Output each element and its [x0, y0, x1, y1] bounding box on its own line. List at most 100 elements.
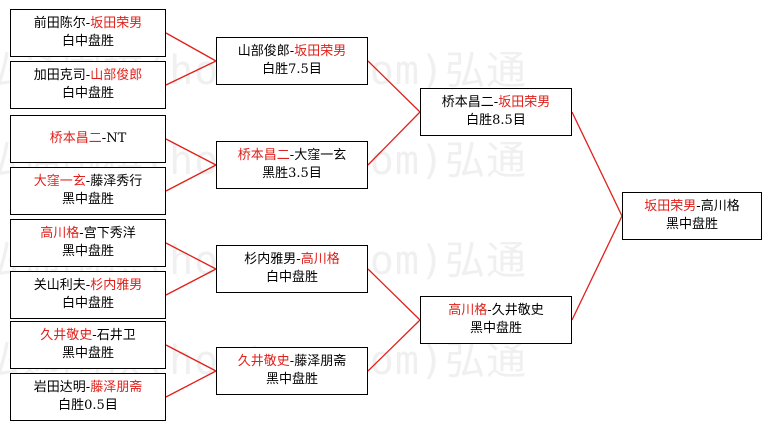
bracket-connector	[367, 60, 421, 113]
player-name: 杉内雅男	[244, 252, 297, 267]
bracket-connector	[165, 242, 217, 270]
round-1-match: 岩田达明-藤泽朋斋白胜0.5目	[10, 373, 166, 421]
player-name: 宫下秀洋	[83, 226, 136, 241]
separator: -	[493, 95, 499, 110]
match-players: 大窪一玄-藤泽秀行	[34, 173, 142, 191]
separator: -	[487, 303, 492, 318]
match-result: 白胜7.5目	[262, 62, 322, 77]
round-1-match: 加田克司-山部俊郎白中盘胜	[10, 61, 166, 109]
player-name: 久井敬史	[40, 328, 93, 343]
player-name: 大窪一玄	[294, 148, 347, 163]
player-name: 坂田荣男	[90, 16, 143, 31]
match-players: 桥本昌二-大窪一玄	[238, 147, 346, 165]
bracket-connector	[571, 215, 623, 321]
bracket-connector	[165, 60, 217, 86]
player-name: 加田克司	[33, 68, 86, 83]
match-players: 桥本昌二-坂田荣男	[442, 94, 550, 112]
player-name: 桥本昌二	[49, 131, 102, 146]
bracket-connector	[165, 138, 217, 166]
separator: -	[289, 44, 295, 59]
match-players: 杉内雅男-高川格	[244, 251, 339, 269]
match-result: 白中盘胜	[61, 86, 114, 101]
player-name: 杉内雅男	[90, 278, 143, 293]
match-players: 坂田荣男-高川格	[644, 198, 739, 216]
match-players: 高川格-久井敬史	[448, 302, 543, 320]
separator: -	[85, 68, 91, 83]
separator: -	[296, 252, 301, 267]
bracket-connector	[367, 268, 421, 321]
player-name: 山部俊郎	[237, 44, 290, 59]
match-players: 山部俊郎-坂田荣男	[238, 43, 346, 61]
bracket-connector	[165, 164, 217, 192]
bracket-connector	[165, 344, 217, 372]
match-result: 黑胜3.5目	[262, 166, 322, 181]
match-players: 岩田达明-藤泽朋斋	[34, 379, 142, 397]
bracket-connector	[165, 370, 217, 398]
match-players: 久井敬史-藤泽朋斋	[238, 353, 346, 371]
player-name: 藤泽朋斋	[90, 380, 143, 395]
player-name: 久井敬史	[491, 303, 544, 318]
player-name: 大窪一玄	[33, 174, 86, 189]
round-1-match: 高川格-宫下秀洋黑中盘胜	[10, 219, 166, 267]
separator: -	[289, 354, 295, 369]
match-result: 黑中盘胜	[469, 321, 522, 336]
player-name: 桥本昌二	[441, 95, 494, 110]
round-1-match: 久井敬史-石井卫黑中盘胜	[10, 321, 166, 369]
player-name: 关山利夫	[33, 278, 86, 293]
match-result: 黑中盘胜	[61, 346, 114, 361]
player-name: 藤泽秀行	[90, 174, 143, 189]
bracket-connector	[367, 111, 421, 166]
round-1-match: 前田陈尔-坂田荣男白中盘胜	[10, 9, 166, 57]
player-name: 坂田荣男	[294, 44, 347, 59]
semifinal-match: 桥本昌二-坂田荣男白胜8.5目	[420, 88, 572, 136]
round-2-match: 杉内雅男-高川格白中盘胜	[216, 245, 368, 293]
player-name: NT	[106, 131, 127, 146]
match-players: 高川格-宫下秀洋	[40, 225, 135, 243]
round-2-match: 桥本昌二-大窪一玄黑胜3.5目	[216, 141, 368, 189]
player-name: 桥本昌二	[237, 148, 290, 163]
player-name: 岩田达明	[33, 380, 86, 395]
separator: -	[85, 16, 91, 31]
round-2-match: 久井敬史-藤泽朋斋黑中盘胜	[216, 347, 368, 395]
match-result: 白胜8.5目	[466, 113, 526, 128]
player-name: 坂田荣男	[498, 95, 551, 110]
separator: -	[696, 199, 701, 214]
final-match: 坂田荣男-高川格黑中盘胜	[622, 192, 762, 240]
separator: -	[85, 174, 91, 189]
match-players: 桥本昌二-NT	[50, 130, 126, 148]
separator: -	[85, 380, 91, 395]
match-result: 白中盘胜	[265, 270, 318, 285]
bracket-connector	[367, 319, 421, 372]
player-name: 高川格	[40, 226, 80, 241]
match-result: 黑中盘胜	[61, 192, 114, 207]
match-players: 加田克司-山部俊郎	[34, 67, 142, 85]
separator: -	[85, 278, 91, 293]
bracket-connector	[571, 111, 623, 217]
round-2-match: 山部俊郎-坂田荣男白胜7.5目	[216, 37, 368, 85]
round-1-match: 关山利夫-杉内雅男白中盘胜	[10, 271, 166, 319]
match-players: 前田陈尔-坂田荣男	[34, 15, 142, 33]
player-name: 前田陈尔	[33, 16, 86, 31]
match-result: 白中盘胜	[61, 34, 114, 49]
match-result: 黑中盘胜	[265, 372, 318, 387]
match-result: 白中盘胜	[61, 296, 114, 311]
bracket-connector	[165, 268, 217, 296]
match-result: 白胜0.5目	[58, 398, 118, 413]
semifinal-match: 高川格-久井敬史黑中盘胜	[420, 296, 572, 344]
player-name: 坂田荣男	[644, 199, 697, 214]
separator: -	[101, 131, 107, 146]
player-name: 石井卫	[96, 328, 136, 343]
match-result: 黑中盘胜	[61, 244, 114, 259]
match-players: 关山利夫-杉内雅男	[34, 277, 142, 295]
player-name: 久井敬史	[237, 354, 290, 369]
player-name: 山部俊郎	[90, 68, 143, 83]
separator: -	[92, 328, 97, 343]
match-players: 久井敬史-石井卫	[40, 327, 135, 345]
player-name: 高川格	[300, 252, 340, 267]
player-name: 高川格	[700, 199, 740, 214]
match-result: 黑中盘胜	[665, 217, 718, 232]
bracket-connector	[165, 32, 217, 62]
player-name: 藤泽朋斋	[294, 354, 347, 369]
separator: -	[289, 148, 295, 163]
